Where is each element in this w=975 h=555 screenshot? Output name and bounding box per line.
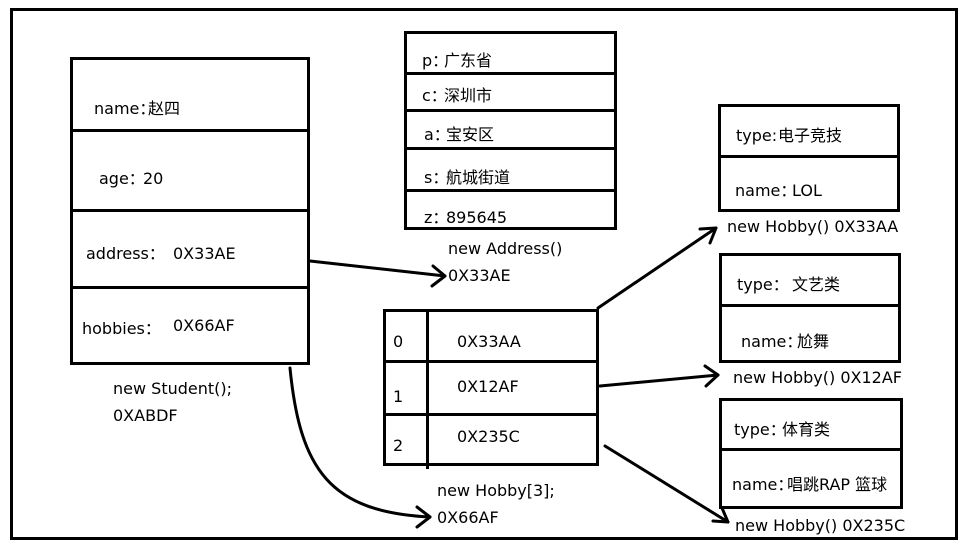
array-caption-constructor: new Hobby[3]; (437, 481, 555, 500)
address-row-c: c： 深圳市 (407, 75, 614, 112)
address-row-p: p： 广东省 (407, 34, 614, 75)
hobby3-type-label: type： (734, 420, 786, 439)
address-c-value: 深圳市 (444, 86, 493, 105)
address-object-box: p： 广东省 c： 深圳市 a： 宝安区 s： 航城街道 z： 895645 (404, 31, 617, 230)
student-age-value: 20 (143, 169, 164, 188)
student-object-box: name： 赵四 age： 20 address： 0X33AE hobbies… (70, 57, 310, 365)
hobby1-row-name: name： LOL (721, 158, 897, 209)
hobby3-row-type: type： 体育类 (722, 401, 900, 451)
array-row-1: 1 0X12AF (386, 363, 596, 416)
student-hobbies-label: hobbies： (82, 319, 161, 338)
hobby1-name-value: LOL (792, 181, 822, 200)
array-value-0: 0X33AA (457, 332, 521, 351)
address-row-s: s： 航城街道 (407, 150, 614, 192)
hobby2-type-value: 文艺类 (792, 275, 841, 294)
address-p-label: p： (422, 51, 449, 70)
hobby3-name-label: name： (732, 475, 794, 494)
address-c-label: c： (422, 86, 447, 105)
student-row-address: address： 0X33AE (73, 212, 307, 289)
hobby2-row-name: name： 尬舞 (722, 307, 898, 360)
student-caption-address: 0XABDF (113, 406, 178, 425)
hobby-array-box: 0 0X33AA 1 0X12AF 2 0X235C (383, 309, 599, 466)
address-z-value: 895645 (446, 208, 508, 227)
hobby2-name-value: 尬舞 (797, 332, 830, 351)
student-row-hobbies: hobbies： 0X66AF (73, 289, 307, 362)
student-row-name: name： 赵四 (73, 60, 307, 132)
hobby3-name-value: 唱跳RAP 篮球 (787, 475, 888, 494)
hobby2-row-type: type： 文艺类 (722, 256, 898, 307)
address-a-label: a： (424, 125, 450, 144)
student-address-value: 0X33AE (173, 244, 236, 263)
array-index-0: 0 (393, 332, 404, 351)
array-index-2: 2 (393, 436, 404, 455)
hobby2-name-label: name： (741, 332, 803, 351)
address-z-label: z： (424, 208, 449, 227)
array-value-1: 0X12AF (457, 377, 519, 396)
hobby1-caption: new Hobby() 0X33AA (727, 217, 899, 236)
hobby-object-box-3: type： 体育类 name： 唱跳RAP 篮球 (719, 398, 903, 509)
address-caption-address: 0X33AE (448, 266, 511, 285)
array-row-2: 2 0X235C (386, 416, 596, 463)
array-value-2: 0X235C (457, 427, 520, 446)
hobby1-type-value: 电子竞技 (778, 126, 843, 145)
diagram-frame (10, 8, 958, 540)
hobby3-row-name: name： 唱跳RAP 篮球 (722, 451, 900, 506)
hobby-object-box-1: type: 电子竞技 name： LOL (718, 104, 900, 212)
hobby3-caption: new Hobby() 0X235C (735, 516, 906, 535)
hobby1-type-label: type: (736, 126, 778, 145)
array-index-1: 1 (393, 387, 404, 406)
address-s-label: s： (424, 168, 449, 187)
hobby2-type-label: type： (737, 275, 789, 294)
array-row-0: 0 0X33AA (386, 312, 596, 363)
student-name-label: name： (94, 99, 156, 118)
hobby1-name-label: name： (735, 181, 797, 200)
address-row-z: z： 895645 (407, 192, 614, 227)
student-name-value: 赵四 (148, 99, 181, 118)
hobby-object-box-2: type： 文艺类 name： 尬舞 (719, 253, 901, 363)
array-index-divider (426, 309, 429, 469)
address-s-value: 航城街道 (446, 168, 511, 187)
student-address-label: address： (86, 244, 165, 263)
address-a-value: 宝安区 (446, 125, 495, 144)
address-row-a: a： 宝安区 (407, 112, 614, 150)
student-hobbies-value: 0X66AF (173, 316, 235, 335)
hobby3-type-value: 体育类 (782, 420, 831, 439)
address-caption-constructor: new Address() (448, 239, 563, 258)
student-row-age: age： 20 (73, 132, 307, 212)
student-caption-constructor: new Student(); (113, 379, 233, 398)
student-age-label: age： (99, 169, 145, 188)
hobby1-row-type: type: 电子竞技 (721, 107, 897, 158)
array-caption-address: 0X66AF (437, 508, 499, 527)
hobby2-caption: new Hobby() 0X12AF (733, 368, 902, 387)
address-p-value: 广东省 (444, 51, 493, 70)
